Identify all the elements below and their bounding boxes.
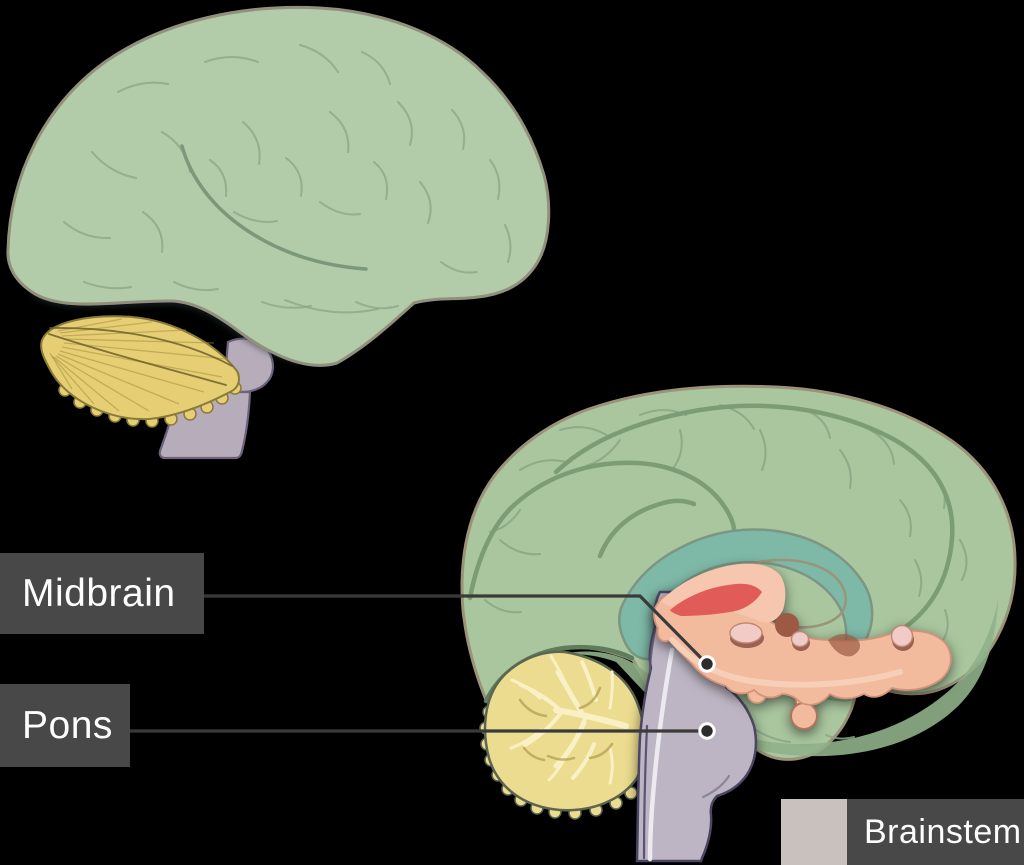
interthalamic-adhesion [729, 622, 763, 644]
pineal-body [790, 630, 810, 648]
lateral-cerebrum [6, 5, 551, 367]
hook-shadow [828, 634, 860, 657]
hypothalamic-inner-band [669, 637, 903, 688]
midbrain-label-text: Midbrain [22, 572, 176, 615]
pons-label[interactable]: Pons [0, 684, 130, 767]
brainstem-legend-text: Brainstem [864, 812, 1022, 851]
brainstem-highlight-stripe [647, 647, 675, 862]
pons-label-text: Pons [22, 704, 113, 747]
pons-marker-dot [698, 722, 716, 740]
midbrain-marker-dot [698, 655, 716, 673]
pituitary-gland [790, 702, 818, 730]
sagittal-brainstem [635, 590, 758, 863]
red-nucleus-band [670, 583, 762, 616]
cerebellum-folds [518, 686, 614, 762]
brainstem-legend-label[interactable]: Brainstem [847, 799, 1024, 865]
brainstem-legend-swatch [781, 799, 847, 865]
splenium-cap [775, 613, 799, 637]
leader-lines [130, 594, 716, 740]
lateral-cerebellum [40, 315, 242, 428]
sagittal-brain-figure [460, 384, 1017, 863]
sagittal-cerebellum [479, 650, 646, 820]
midbrain-leader-line [204, 594, 706, 663]
midbrain-label[interactable]: Midbrain [0, 553, 204, 634]
lateral-fissure [180, 144, 368, 271]
lateral-brain-figure [6, 5, 551, 460]
posterior-nodule [890, 624, 914, 648]
diencephalon-group [653, 563, 952, 730]
